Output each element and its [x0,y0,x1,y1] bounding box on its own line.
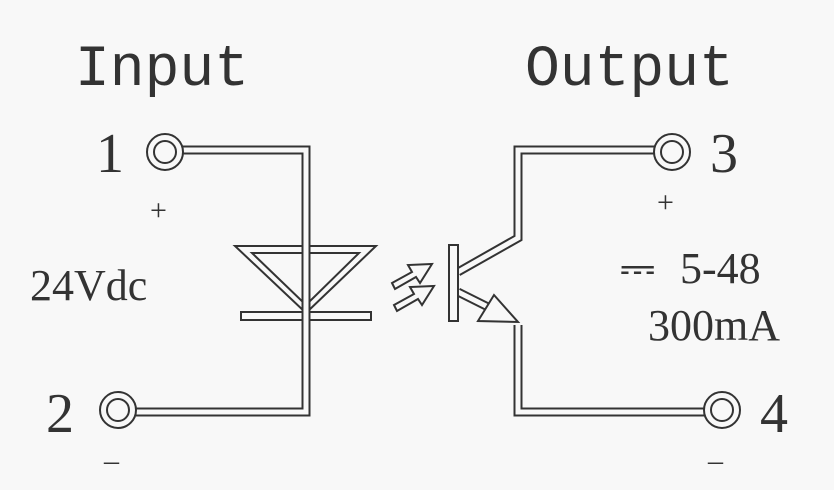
output-current: 300mA [648,301,780,350]
light-emission-arrows [390,262,436,313]
input-title: Input [75,38,249,103]
terminal-4 [703,391,741,429]
input-plus-sign: + [150,194,167,227]
terminal-2 [99,391,137,429]
phototransistor-symbol [448,244,521,324]
terminal-1 [146,133,184,171]
output-voltage: 5-48 [680,244,761,293]
output-title: Output [525,38,734,103]
terminal-1-label: 1 [96,123,124,185]
led-diode-symbol [232,244,379,322]
terminal-3-label: 3 [710,123,738,185]
dc-symbol: ⎓ [620,244,655,293]
output-plus-sign: + [657,186,674,219]
terminal-2-label: 2 [46,383,74,445]
terminal-3 [653,133,691,171]
terminal-4-label: 4 [760,383,788,445]
input-minus-sign: _ [103,434,120,467]
output-minus-sign: _ [707,434,724,467]
input-voltage: 24Vdc [30,261,147,310]
